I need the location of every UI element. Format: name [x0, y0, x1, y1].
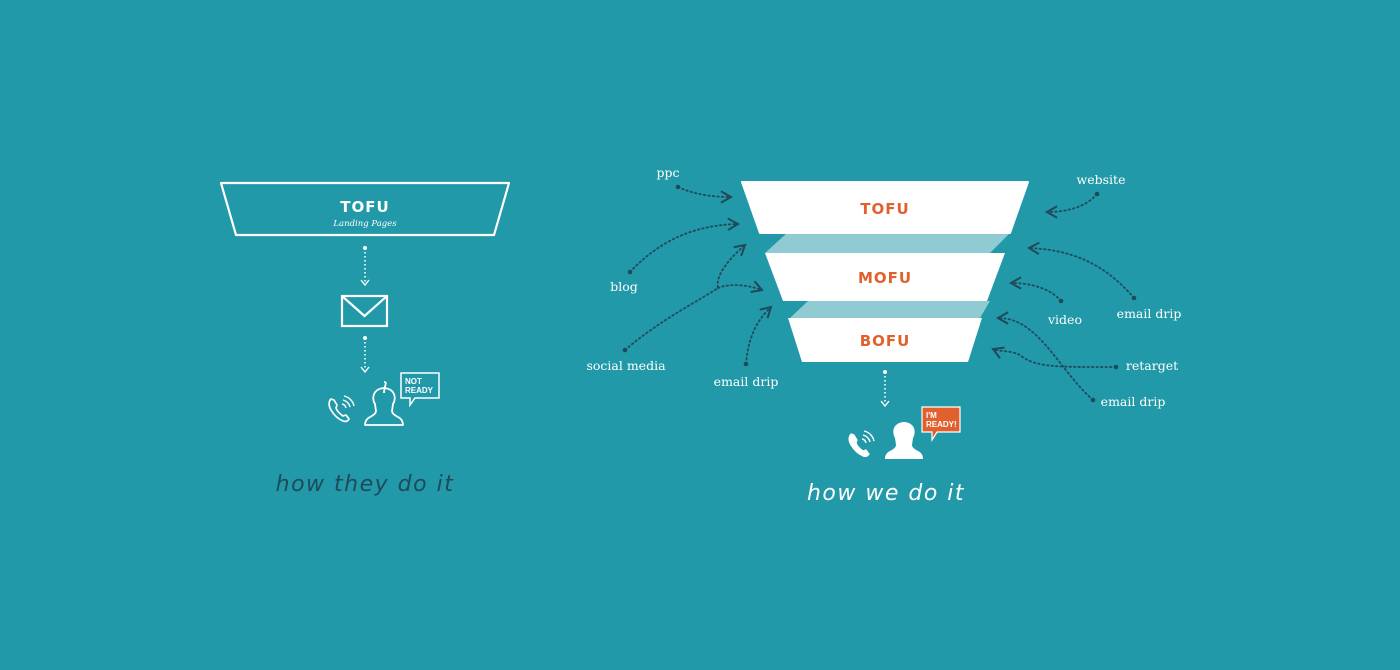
left-stage-subtitle: Landing Pages	[332, 219, 397, 229]
right-panel: TOFU MOFU BOFU	[586, 165, 1181, 506]
source-dot	[1058, 298, 1064, 304]
source-dot	[1090, 397, 1096, 403]
source-dot	[1113, 364, 1119, 370]
bubble-text-line: I'M	[926, 411, 937, 420]
arrow-blog	[629, 217, 741, 273]
down-arrow-icon	[360, 246, 370, 287]
funnel-connector	[765, 233, 1010, 253]
bubble-text-line: READY!	[926, 420, 957, 429]
im-ready-bubble: I'M READY!	[921, 406, 961, 443]
down-arrow-icon	[880, 370, 890, 408]
source-label-social-media: social media	[586, 358, 666, 373]
source-label-video: video	[1047, 312, 1082, 327]
source-label-email-drip: email drip	[714, 374, 779, 389]
tofu-outline-stage	[219, 181, 511, 237]
stage-label: TOFU	[860, 200, 909, 218]
arrow-social-media	[624, 243, 747, 351]
source-label-blog: blog	[610, 279, 638, 294]
left-caption: how they do it	[276, 472, 455, 497]
left-panel: TOFU Landing Pages	[219, 181, 511, 497]
arrow-email-drip-left	[745, 305, 773, 365]
source-dot	[743, 361, 749, 367]
funnel-connector	[790, 301, 990, 318]
envelope-icon	[340, 294, 389, 328]
source-dot	[622, 347, 628, 353]
arrow-video	[1008, 276, 1062, 302]
source-dot	[675, 184, 681, 190]
funnel-stage-tofu: TOFU	[741, 181, 1029, 234]
arrow-email-drip-right-top	[1026, 241, 1135, 299]
left-stage-title: TOFU	[340, 198, 389, 216]
stage-label: MOFU	[858, 269, 912, 287]
source-label-website: website	[1077, 172, 1126, 187]
source-dot	[627, 269, 633, 275]
phone-icon	[328, 395, 355, 423]
arrow-email-drip-right-bottom	[995, 311, 1094, 401]
source-label-email-drip: email drip	[1101, 394, 1166, 409]
arrow-website	[1044, 193, 1098, 219]
bubble-text-line: READY	[405, 386, 434, 395]
right-caption: how we do it	[807, 481, 965, 506]
person-icon	[885, 422, 923, 459]
not-ready-bubble: NOT READY	[400, 372, 440, 408]
source-dot	[1131, 295, 1137, 301]
source-label-retarget: retarget	[1126, 358, 1178, 373]
source-label-ppc: ppc	[656, 165, 679, 180]
stage-label: BOFU	[860, 332, 911, 350]
funnel-stage-mofu: MOFU	[765, 253, 1005, 301]
arrow-ppc	[677, 186, 734, 204]
arrow-retarget	[991, 346, 1117, 368]
source-dot	[1094, 191, 1100, 197]
source-label-email-drip: email drip	[1117, 306, 1182, 321]
phone-icon	[848, 430, 875, 457]
funnel-stage-bofu: BOFU	[788, 318, 982, 362]
down-arrow-icon	[360, 336, 370, 374]
bubble-text-line: NOT	[405, 377, 422, 386]
arrow-social-media-branch	[717, 280, 764, 294]
person-icon	[364, 381, 404, 426]
